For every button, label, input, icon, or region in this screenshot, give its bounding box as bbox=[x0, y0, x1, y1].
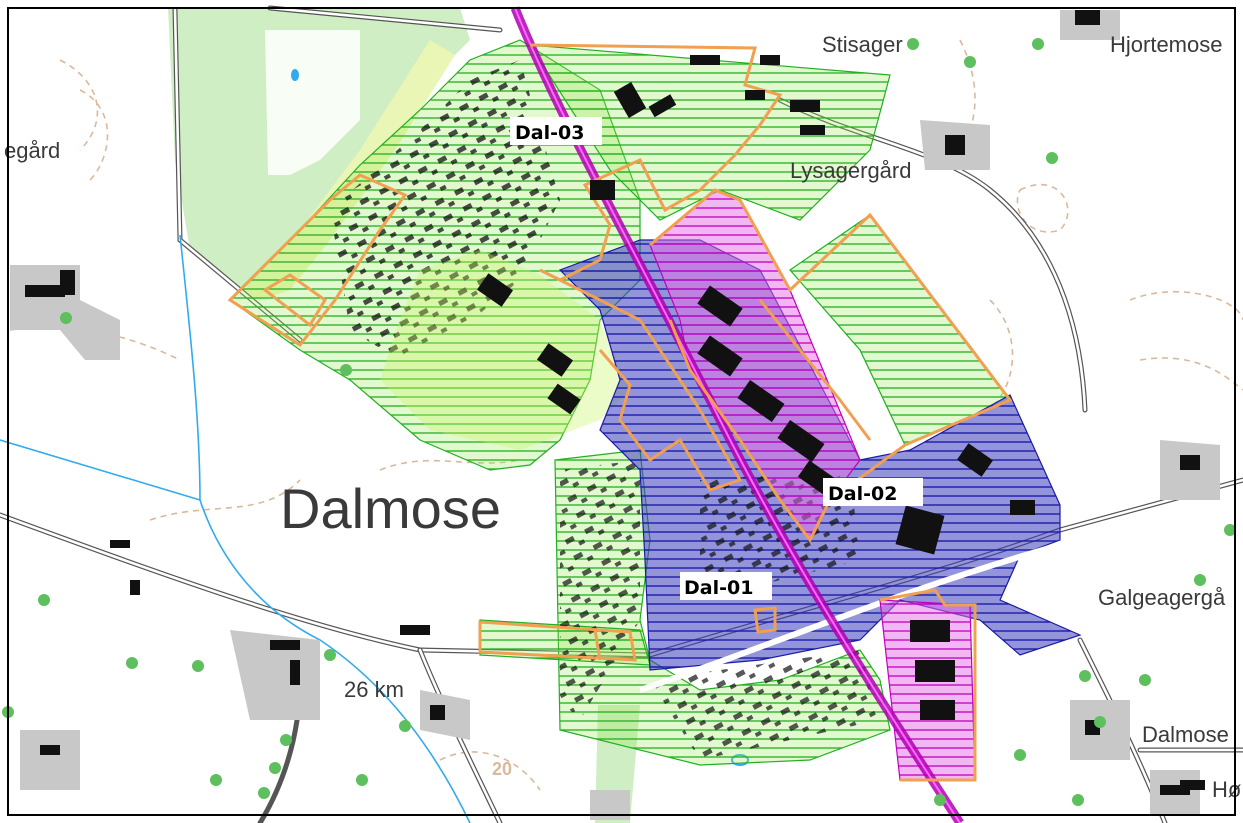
place-label-lysagergaard: Lysagergård bbox=[790, 158, 911, 183]
stream-west bbox=[179, 234, 471, 823]
zone-label-dal-02[interactable]: Dal-02 bbox=[823, 478, 923, 506]
zone-label-dal-03[interactable]: Dal-03 bbox=[510, 117, 602, 145]
zone-label-dal-01[interactable]: Dal-01 bbox=[680, 572, 772, 600]
zone-dal-03-area[interactable] bbox=[229, 39, 1011, 766]
town-name-dalmose: Dalmose bbox=[280, 477, 501, 540]
meadow-strip bbox=[240, 40, 455, 300]
forest-clearing bbox=[265, 30, 360, 175]
place-label-stisager: Stisager bbox=[822, 32, 903, 57]
place-label-galgeagergaard: Galgeagergå bbox=[1098, 585, 1226, 610]
map-frame bbox=[7, 7, 1236, 816]
place-label-hjortemose: Hjortemose bbox=[1110, 32, 1222, 57]
svg-text:Dal-01: Dal-01 bbox=[684, 577, 753, 599]
place-label-dalmose-right: Dalmose bbox=[1142, 722, 1229, 747]
trees bbox=[2, 38, 1236, 806]
place-label-egaard: egård bbox=[4, 138, 60, 163]
contour-value-label: 20 bbox=[492, 759, 512, 779]
distance-label: 26 km bbox=[344, 677, 404, 702]
svg-text:Dal-02: Dal-02 bbox=[828, 483, 897, 505]
scattered-buildings bbox=[590, 10, 1205, 790]
planning-boundaries bbox=[227, 43, 1013, 782]
pond bbox=[291, 69, 299, 81]
place-label-hoe: Hø bbox=[1212, 777, 1241, 802]
stream-west-branch bbox=[0, 439, 201, 501]
svg-text:Dal-03: Dal-03 bbox=[515, 122, 584, 144]
